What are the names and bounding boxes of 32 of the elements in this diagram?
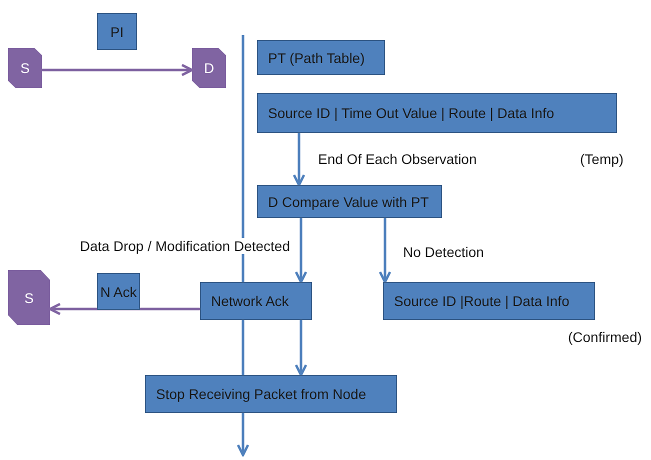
node-label: D	[204, 60, 214, 76]
process-box	[200, 282, 312, 320]
status-note: (Temp)	[580, 151, 624, 167]
node-label: Source ID |Route | Data Info	[394, 293, 570, 309]
process-box	[145, 375, 397, 413]
arrow	[378, 218, 392, 284]
node-label: PT (Path Table)	[268, 50, 365, 66]
process-box	[97, 273, 140, 310]
process-box	[97, 13, 137, 50]
node-label: Source ID | Time Out Value | Route | Data Info	[268, 105, 554, 121]
edge-label: End Of Each Observation	[316, 151, 479, 167]
node-tile	[192, 48, 226, 88]
process-box	[257, 93, 617, 133]
edge-label: No Detection	[401, 244, 486, 260]
arrow	[42, 64, 194, 76]
node-label: N Ack	[100, 284, 137, 300]
process-box	[383, 282, 595, 320]
node-tile	[8, 270, 50, 325]
node-label: S	[24, 290, 34, 306]
arrow	[48, 302, 200, 316]
status-note: (Confirmed)	[568, 329, 642, 345]
arrow	[292, 133, 306, 186]
node-label: Network Ack	[211, 293, 289, 309]
process-box	[257, 40, 385, 75]
node-label: D Compare Value with PT	[268, 194, 429, 210]
arrow	[294, 218, 308, 284]
arrow	[294, 320, 308, 376]
node-tile	[8, 48, 42, 88]
node-label: Stop Receiving Packet from Node	[156, 386, 366, 402]
process-box	[257, 185, 442, 218]
node-label: PI	[110, 24, 124, 40]
node-label: S	[20, 60, 30, 76]
